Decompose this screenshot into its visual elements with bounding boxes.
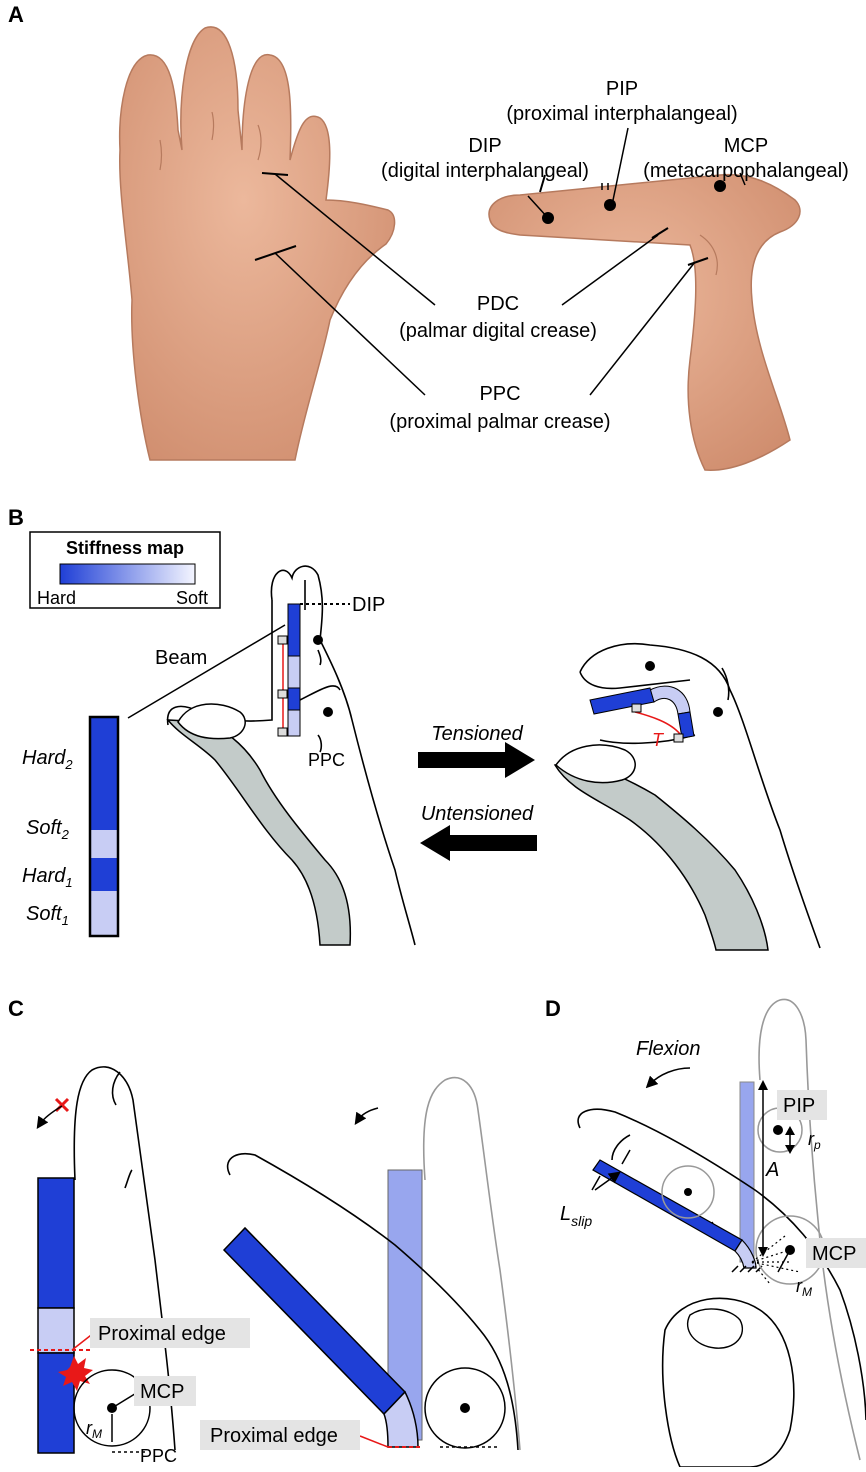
beam-seg-soft1 bbox=[90, 891, 118, 936]
rp-label: rp bbox=[808, 1129, 821, 1152]
ppc-label: PPC bbox=[479, 383, 520, 405]
pip-full-label: (proximal interphalangeal) bbox=[506, 103, 737, 125]
stiffness-map-title: Stiffness map bbox=[66, 538, 184, 558]
rm-arrow-d bbox=[778, 1250, 790, 1272]
joint-dot-bent-2 bbox=[713, 707, 723, 717]
joint-dot-straight-2 bbox=[323, 707, 333, 717]
dip-label-b: DIP bbox=[352, 594, 385, 616]
lslip-label: Lslip bbox=[560, 1203, 592, 1229]
curved-beam-soft bbox=[650, 686, 690, 714]
open-hand-photo bbox=[120, 27, 395, 460]
flexion-arrow bbox=[650, 1068, 690, 1084]
finger-outline-c-right bbox=[228, 1154, 518, 1450]
curved-beam-hard-top bbox=[590, 688, 654, 714]
proximal-edge-label-2: Proximal edge bbox=[210, 1425, 338, 1447]
stiffness-soft-label: Soft bbox=[176, 588, 208, 608]
pip-label-d: PIP bbox=[783, 1095, 815, 1117]
blocked-arrow bbox=[40, 1106, 62, 1124]
ppc-label-b: PPC bbox=[308, 750, 345, 770]
flexion-label: Flexion bbox=[636, 1038, 700, 1060]
panel-b-letter: B bbox=[8, 505, 24, 530]
pdc-full-label: (palmar digital crease) bbox=[399, 320, 597, 342]
panel-c: C Proximal edge MCP rM PPC bbox=[8, 996, 520, 1466]
panel-d-letter: D bbox=[545, 996, 561, 1021]
beam-c-soft bbox=[38, 1308, 74, 1353]
pdc-label: PDC bbox=[477, 293, 519, 315]
rotation-arrow-c bbox=[358, 1108, 378, 1120]
dip-full-label: (digital interphalangeal) bbox=[381, 160, 589, 182]
tendon-fan-dotted bbox=[752, 1236, 800, 1284]
beam-seg-hard1 bbox=[90, 858, 118, 891]
ppc-full-label: (proximal palmar crease) bbox=[389, 411, 610, 433]
mcp-full-label: (metacarpophalangeal) bbox=[643, 160, 849, 182]
joint-dot-bent-1 bbox=[645, 661, 655, 671]
pip-dot-d bbox=[773, 1125, 783, 1135]
stiffness-hard-label: Hard bbox=[37, 588, 76, 608]
dip-label: DIP bbox=[468, 135, 501, 157]
joint-dot-straight-1 bbox=[313, 635, 323, 645]
beam-c-right-hard bbox=[224, 1228, 405, 1414]
panel-d: D Flexion Lslip A bbox=[545, 996, 866, 1467]
untensioned-arrow bbox=[420, 825, 537, 861]
beam-label: Beam bbox=[155, 647, 207, 669]
stiffness-gradient-bar bbox=[60, 564, 195, 584]
ppc-leader-right bbox=[590, 262, 695, 395]
a-dimension-label: A bbox=[765, 1159, 779, 1181]
pip-joint-dot bbox=[604, 199, 616, 211]
beam-c-hard-top bbox=[38, 1178, 74, 1308]
segment-label-soft1: Soft1 bbox=[26, 903, 69, 928]
finger-beam-soft-top bbox=[288, 656, 300, 688]
beam-seg-soft2 bbox=[90, 830, 118, 858]
proximal-edge-label-1: Proximal edge bbox=[98, 1323, 226, 1345]
gray-glove-bent bbox=[555, 760, 768, 950]
panel-b: B Stiffness map Hard Soft Beam Hard2 Sof… bbox=[8, 505, 820, 950]
finger-beam-soft-bottom bbox=[288, 710, 300, 736]
segment-label-hard1: Hard1 bbox=[22, 865, 73, 890]
finger-beam-hard-bottom bbox=[288, 688, 300, 710]
panel-c-letter: C bbox=[8, 996, 24, 1021]
segment-label-soft2: Soft2 bbox=[26, 817, 70, 842]
untensioned-label: Untensioned bbox=[421, 803, 534, 825]
ppc-label-c: PPC bbox=[140, 1446, 177, 1466]
segmented-beam bbox=[90, 717, 118, 936]
beam-d-ghost bbox=[740, 1082, 754, 1262]
beam-seg-hard2 bbox=[90, 717, 118, 830]
finger-beam-hard-top bbox=[288, 604, 300, 656]
beam-c-hard-bottom bbox=[38, 1353, 74, 1453]
finger-outline-c-right-ghost bbox=[424, 1078, 520, 1450]
mcp-label: MCP bbox=[724, 135, 768, 157]
pip-dot-d-flexed bbox=[684, 1188, 692, 1196]
mcp-label-c: MCP bbox=[140, 1381, 184, 1403]
pdc-leader-right bbox=[562, 235, 658, 305]
rm-label-d: rM bbox=[796, 1276, 812, 1299]
mcp-dot-c-right bbox=[460, 1403, 470, 1413]
segment-label-hard2: Hard2 bbox=[22, 747, 73, 772]
tension-t-label: T bbox=[652, 730, 665, 750]
tensioned-arrow bbox=[418, 742, 535, 778]
panel-a-letter: A bbox=[8, 2, 24, 27]
tensioned-label: Tensioned bbox=[431, 723, 523, 745]
rm-label-c: rM bbox=[86, 1418, 102, 1441]
beam-d-hard bbox=[593, 1160, 742, 1251]
mcp-label-d: MCP bbox=[812, 1243, 856, 1265]
stiffness-map-legend: Stiffness map Hard Soft bbox=[30, 532, 220, 608]
panel-a: A PIP (proximal interphalan bbox=[8, 2, 849, 470]
pip-label: PIP bbox=[606, 78, 638, 100]
proximal-edge-leader-2 bbox=[360, 1436, 388, 1447]
